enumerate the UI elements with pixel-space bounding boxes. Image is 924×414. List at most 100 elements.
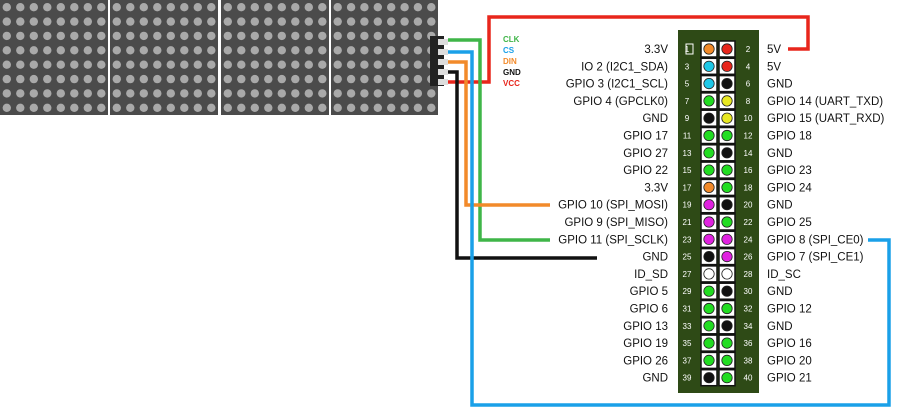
led-dot bbox=[207, 17, 216, 26]
pin-25-dot bbox=[703, 251, 715, 263]
led-dot bbox=[250, 17, 259, 26]
pin-13-label: GPIO 27 bbox=[623, 148, 668, 160]
led-dot bbox=[43, 31, 52, 41]
led-dot bbox=[16, 89, 25, 98]
pin-3-label: IO 2 (I2C1_SDA) bbox=[581, 61, 668, 73]
led-dot bbox=[223, 46, 232, 55]
led-dot bbox=[112, 17, 122, 26]
led-dot bbox=[360, 60, 369, 69]
led-dot bbox=[166, 3, 175, 12]
led-dot bbox=[413, 74, 423, 84]
led-dot bbox=[16, 103, 25, 113]
pin-7-dot bbox=[703, 95, 715, 107]
led-dot bbox=[180, 89, 189, 98]
pin-37-label: GPIO 26 bbox=[623, 355, 668, 367]
led-dot bbox=[43, 46, 52, 55]
led-dot bbox=[43, 60, 52, 69]
cs-wire bbox=[448, 50, 891, 407]
led-dot bbox=[264, 17, 273, 26]
pin-number: 20 bbox=[744, 201, 753, 210]
pin-number: 26 bbox=[744, 253, 753, 262]
led-dot bbox=[223, 89, 232, 98]
connector-label-gnd: GND bbox=[503, 68, 521, 77]
led-dot bbox=[373, 46, 382, 55]
pin-21-label: GPIO 9 (SPI_MISO) bbox=[564, 217, 668, 229]
led-dot bbox=[413, 31, 423, 41]
led-dot bbox=[333, 31, 342, 41]
led-dot bbox=[427, 17, 436, 26]
led-dot bbox=[112, 31, 122, 41]
led-dot bbox=[237, 46, 246, 55]
matrix-panel-1 bbox=[0, 0, 108, 115]
led-dot bbox=[427, 89, 436, 98]
pin-36-label: GPIO 16 bbox=[767, 338, 812, 350]
led-dot bbox=[193, 31, 202, 41]
pin-31-label: GPIO 6 bbox=[630, 304, 668, 316]
led-dot bbox=[166, 17, 175, 26]
pin-36-dot bbox=[721, 337, 733, 349]
pin-16-label: GPIO 23 bbox=[767, 165, 812, 177]
led-dot bbox=[413, 89, 423, 98]
pin-30-dot bbox=[721, 285, 733, 297]
pin-number: 11 bbox=[683, 132, 692, 141]
led-dot bbox=[56, 89, 65, 98]
led-dot bbox=[139, 17, 148, 26]
led-dot bbox=[126, 74, 135, 84]
led-dot bbox=[29, 17, 38, 26]
led-dot bbox=[250, 3, 259, 12]
led-dot bbox=[333, 74, 342, 84]
led-dot bbox=[126, 103, 135, 113]
pin-number: 13 bbox=[683, 149, 692, 158]
led-dot bbox=[291, 3, 300, 12]
pin-29-dot bbox=[703, 285, 715, 297]
pin-11-dot bbox=[703, 129, 715, 142]
led-dot bbox=[43, 74, 52, 84]
led-dot bbox=[16, 46, 25, 55]
led-dot bbox=[126, 46, 135, 55]
led-dot bbox=[97, 3, 106, 12]
led-dot bbox=[2, 103, 11, 113]
pin-number: 28 bbox=[744, 270, 753, 279]
led-dot bbox=[413, 60, 423, 69]
pin-2-dot bbox=[721, 43, 733, 55]
led-dot bbox=[277, 89, 286, 98]
led-dot bbox=[153, 17, 162, 26]
led-dot bbox=[237, 74, 246, 84]
led-dot bbox=[207, 31, 216, 41]
pin-29-label: GPIO 5 bbox=[630, 286, 668, 298]
led-dot bbox=[153, 74, 162, 84]
pin-28-dot bbox=[721, 268, 733, 280]
pin-27-dot bbox=[703, 268, 715, 280]
pin-1-label: 3.3V bbox=[644, 44, 668, 56]
led-dot bbox=[333, 46, 342, 55]
din-wire bbox=[448, 60, 550, 207]
pin-27-label: ID_SD bbox=[634, 269, 668, 281]
led-dot bbox=[180, 74, 189, 84]
led-dot bbox=[56, 46, 65, 55]
pin-number: 38 bbox=[744, 356, 753, 365]
led-dot bbox=[318, 46, 327, 55]
led-dot bbox=[400, 46, 409, 55]
led-dot bbox=[43, 17, 52, 26]
led-dot bbox=[193, 103, 202, 113]
pin-22-dot bbox=[721, 216, 733, 228]
pin-28-label: ID_SC bbox=[767, 269, 801, 281]
led-dot bbox=[223, 17, 232, 26]
led-dot bbox=[250, 46, 259, 55]
led-dot bbox=[304, 31, 313, 41]
led-dot bbox=[291, 17, 300, 26]
led-dot bbox=[360, 17, 369, 26]
led-dot bbox=[180, 31, 189, 41]
led-dot bbox=[304, 17, 313, 26]
led-dot bbox=[97, 46, 106, 55]
led-dot bbox=[387, 103, 396, 113]
led-dot bbox=[56, 60, 65, 69]
led-dot bbox=[318, 74, 327, 84]
led-dot bbox=[166, 103, 175, 113]
led-dot bbox=[43, 103, 52, 113]
pin-number: 35 bbox=[683, 339, 692, 348]
led-dot bbox=[29, 31, 38, 41]
led-dot bbox=[29, 103, 38, 113]
led-dot bbox=[250, 89, 259, 98]
pin-7-label: GPIO 4 (GPCLK0) bbox=[573, 96, 668, 108]
